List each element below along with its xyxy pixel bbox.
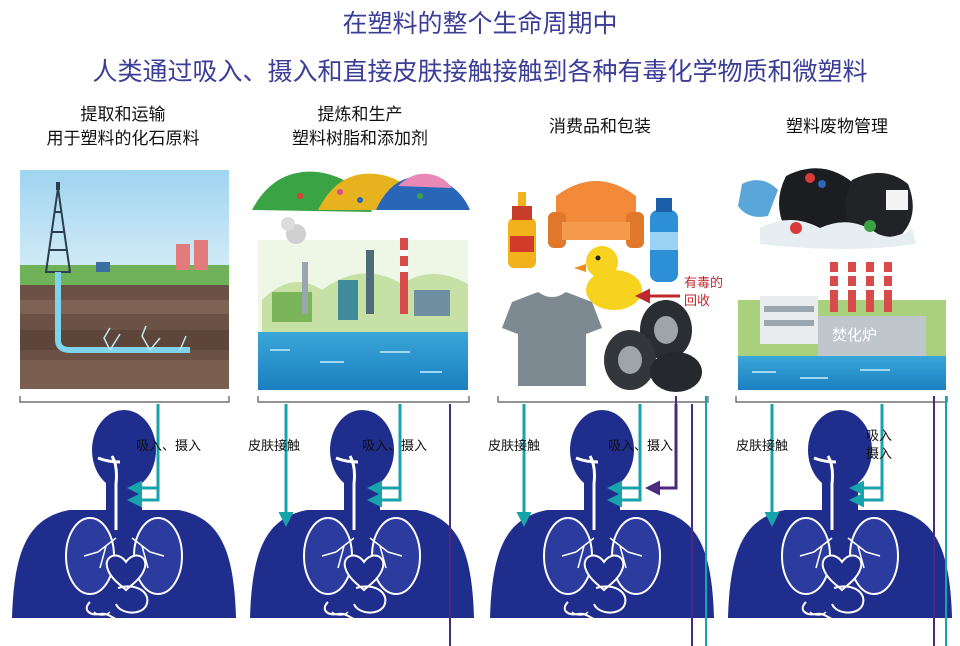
stage-1-line-2: 用于塑料的化石原料: [46, 129, 200, 149]
panel-production-image: [252, 171, 470, 390]
panel-extraction-image: [20, 170, 229, 389]
panel-waste-image: [738, 168, 946, 390]
stage-4-line-1: 塑料废物管理: [786, 117, 888, 137]
human-figure-1: [10, 408, 238, 626]
title-line-2: 人类通过吸入、摄入和直接皮肤接触接触到各种有毒化学物质和微塑料: [92, 57, 868, 86]
stage-1-heading: 提取和运输 用于塑料的化石原料: [8, 103, 238, 151]
stage-2-line-2: 塑料树脂和添加剂: [292, 129, 428, 149]
panel-4-inhale-label: 吸入: [866, 429, 893, 444]
panel-3-skin-contact-label: 皮肤接触: [488, 439, 541, 454]
stage-2-heading: 提炼和生产 塑料树脂和添加剂: [245, 103, 475, 151]
panel-2-inhale-ingest-label: 吸入、摄入: [362, 439, 428, 454]
panel-2-skin-contact-label: 皮肤接触: [248, 439, 301, 454]
panel-4-skin-contact-label: 皮肤接触: [736, 439, 789, 454]
toxic-recycling-label-2: 回收: [684, 294, 711, 309]
panel-consumer-image: [502, 181, 702, 392]
incinerator-label: 焚化炉: [832, 326, 878, 344]
panel-4-ingest-label: 摄入: [866, 447, 893, 462]
stage-3-line-1: 消费品和包装: [549, 117, 651, 137]
stage-3-heading: 消费品和包装: [485, 115, 715, 139]
panel-brackets: [19, 396, 948, 403]
stage-1-line-1: 提取和运输: [80, 105, 166, 125]
stage-4-heading: 塑料废物管理: [722, 115, 952, 139]
title-line-1: 在塑料的整个生命周期中: [342, 9, 618, 38]
panel-3-inhale-ingest-label: 吸入、摄入: [608, 439, 674, 454]
panel-1-inhale-ingest-label: 吸入、摄入: [136, 439, 202, 454]
toxic-recycling-label-1: 有毒的: [684, 276, 724, 291]
stage-2-line-1: 提炼和生产: [317, 105, 403, 125]
